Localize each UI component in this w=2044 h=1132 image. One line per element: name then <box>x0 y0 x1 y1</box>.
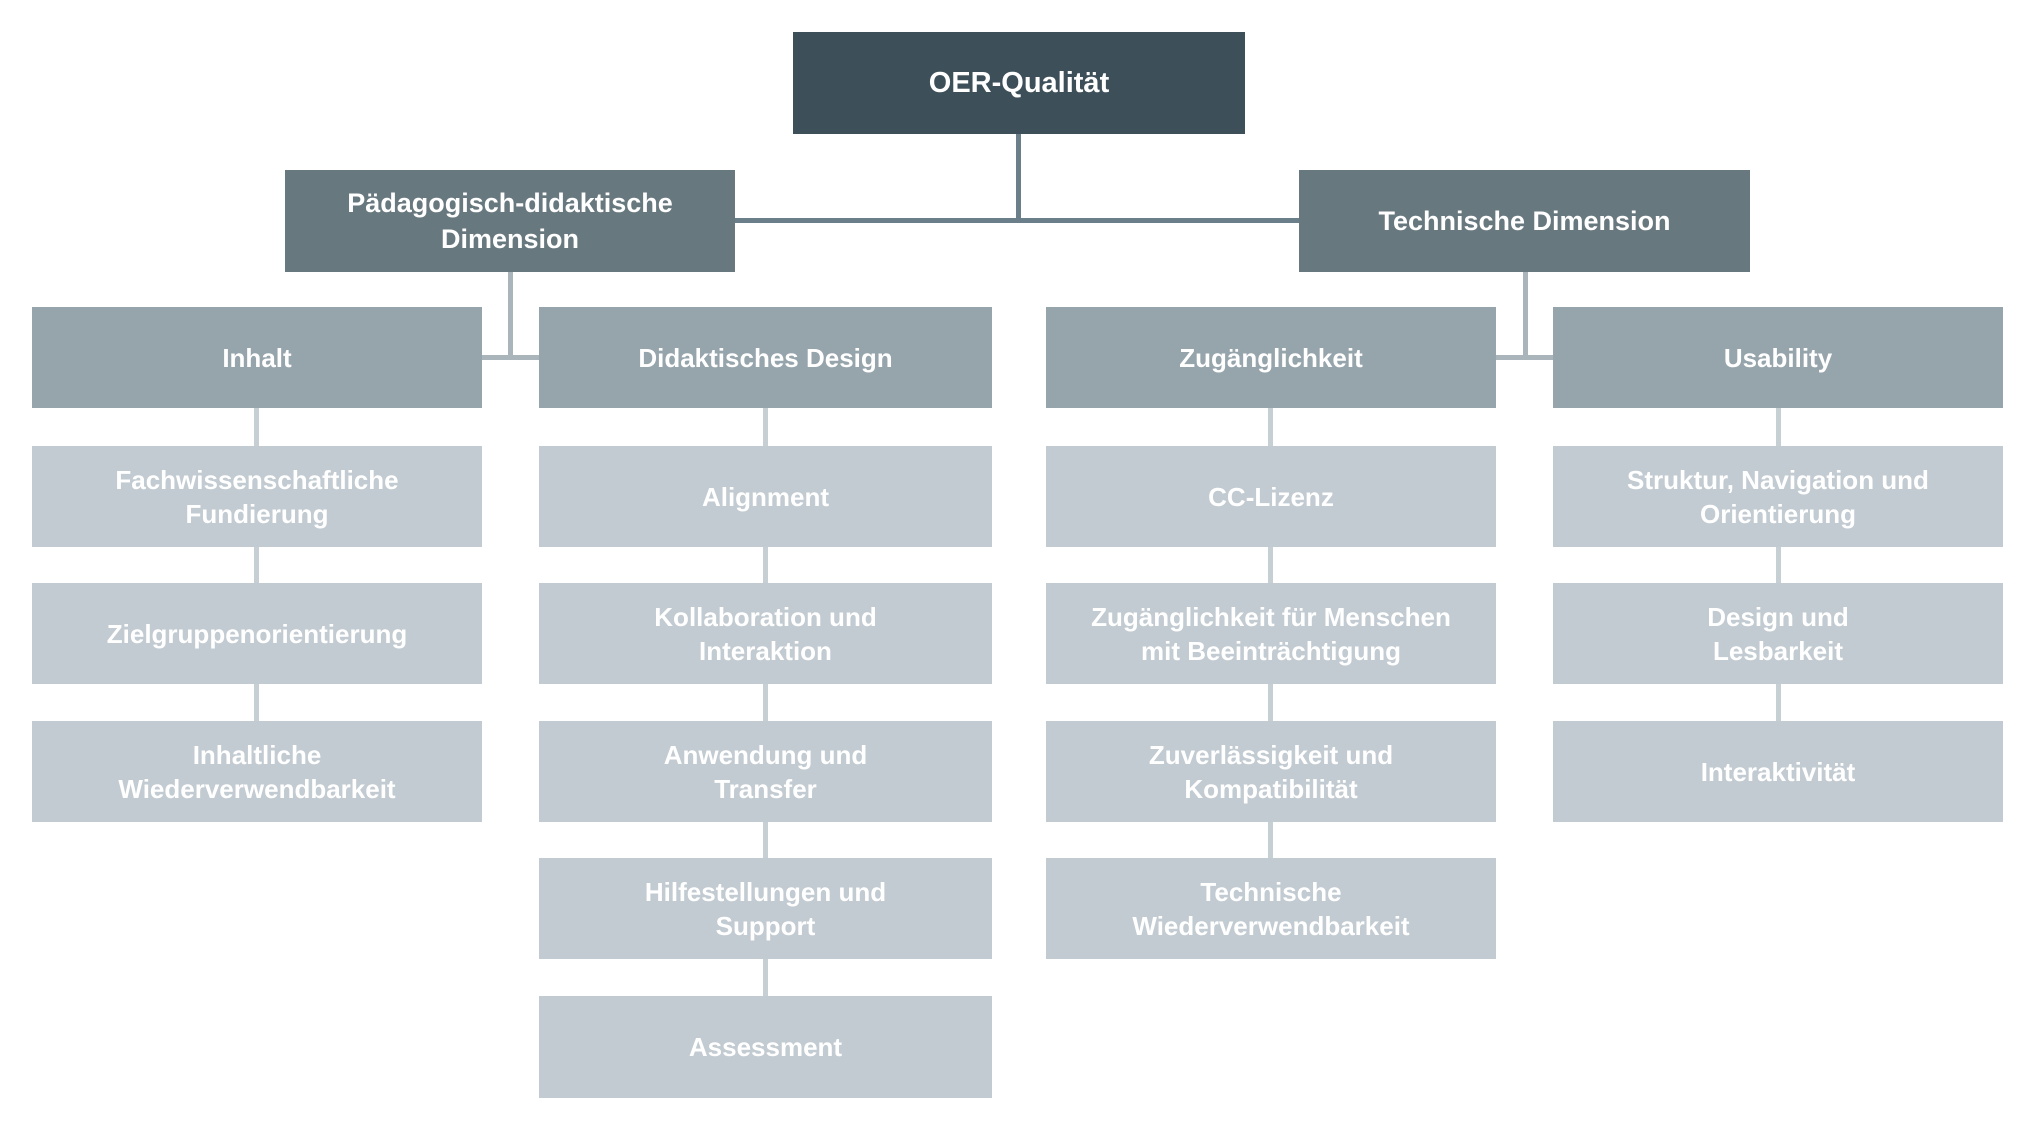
node-zugaenglichkeit: Zugänglichkeit <box>1046 307 1496 408</box>
node-zielgruppenorientierung: Zielgruppenorientierung <box>32 583 482 684</box>
node-kollaboration-und-interaktion: Kollaboration und Interaktion <box>539 583 992 684</box>
node-technische-dimension: Technische Dimension <box>1299 170 1750 272</box>
connector-col2-link-5 <box>763 959 768 996</box>
connector-col2-link-4 <box>763 822 768 858</box>
node-hilfestellungen-und-support: Hilfestellungen und Support <box>539 858 992 959</box>
node-assessment: Assessment <box>539 996 992 1098</box>
connector-col3-link-3 <box>1268 684 1273 721</box>
connector-col1-link-2 <box>254 547 259 583</box>
node-technische-wiederverwendbarkeit: Technische Wiederverwendbarkeit <box>1046 858 1496 959</box>
connector-col4-link-2 <box>1776 547 1781 583</box>
node-struktur-navigation-und-orientierung: Struktur, Navigation und Orientierung <box>1553 446 2003 547</box>
node-inhalt: Inhalt <box>32 307 482 408</box>
node-alignment: Alignment <box>539 446 992 547</box>
connector-paed-bar <box>482 355 539 360</box>
node-paedagogisch-didaktische-dimension: Pädagogisch-didaktische Dimension <box>285 170 735 272</box>
connector-col3-link-1 <box>1268 408 1273 446</box>
connector-paed-stem <box>508 272 513 358</box>
connector-col4-link-1 <box>1776 408 1781 446</box>
connector-col4-link-3 <box>1776 684 1781 721</box>
node-inhaltliche-wiederverwendbarkeit: Inhaltliche Wiederverwendbarkeit <box>32 721 482 822</box>
node-zugaenglichkeit-fuer-menschen-mit-beeintraechtigung: Zugänglichkeit für Menschen mit Beeinträ… <box>1046 583 1496 684</box>
connector-col3-link-2 <box>1268 547 1273 583</box>
node-zuverlaessigkeit-und-kompatibilitaet: Zuverlässigkeit und Kompatibilität <box>1046 721 1496 822</box>
node-usability: Usability <box>1553 307 2003 408</box>
connector-tech-stem <box>1523 272 1528 358</box>
connector-col2-link-1 <box>763 408 768 446</box>
connector-col2-link-3 <box>763 684 768 721</box>
connector-col2-link-2 <box>763 547 768 583</box>
node-anwendung-und-transfer: Anwendung und Transfer <box>539 721 992 822</box>
node-interaktivitaet: Interaktivität <box>1553 721 2003 822</box>
connector-col3-link-4 <box>1268 822 1273 858</box>
node-oer-qualitaet: OER-Qualität <box>793 32 1245 134</box>
node-design-und-lesbarkeit: Design und Lesbarkeit <box>1553 583 2003 684</box>
node-cc-lizenz: CC-Lizenz <box>1046 446 1496 547</box>
connector-col1-link-3 <box>254 684 259 721</box>
connector-root-bar <box>735 218 1299 223</box>
node-didaktisches-design: Didaktisches Design <box>539 307 992 408</box>
connector-root-stem <box>1016 134 1021 220</box>
node-fachwissenschaftliche-fundierung: Fachwissenschaftliche Fundierung <box>32 446 482 547</box>
connector-col1-link-1 <box>254 408 259 446</box>
connector-tech-bar <box>1496 355 1553 360</box>
